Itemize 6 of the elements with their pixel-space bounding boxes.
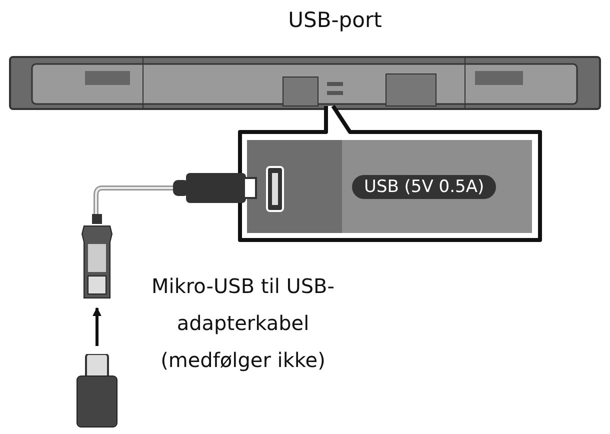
usb-adapter-icon — [80, 214, 114, 300]
heading: USB-port — [287, 8, 383, 32]
micro-usb-plug-icon — [76, 354, 118, 428]
arrow — [92, 307, 102, 346]
port-label: USB (5V 0.5A) — [352, 175, 496, 199]
cable-caption: Mikro-USB til USB-adapterkabel (medfølger ikke) — [150, 273, 336, 374]
